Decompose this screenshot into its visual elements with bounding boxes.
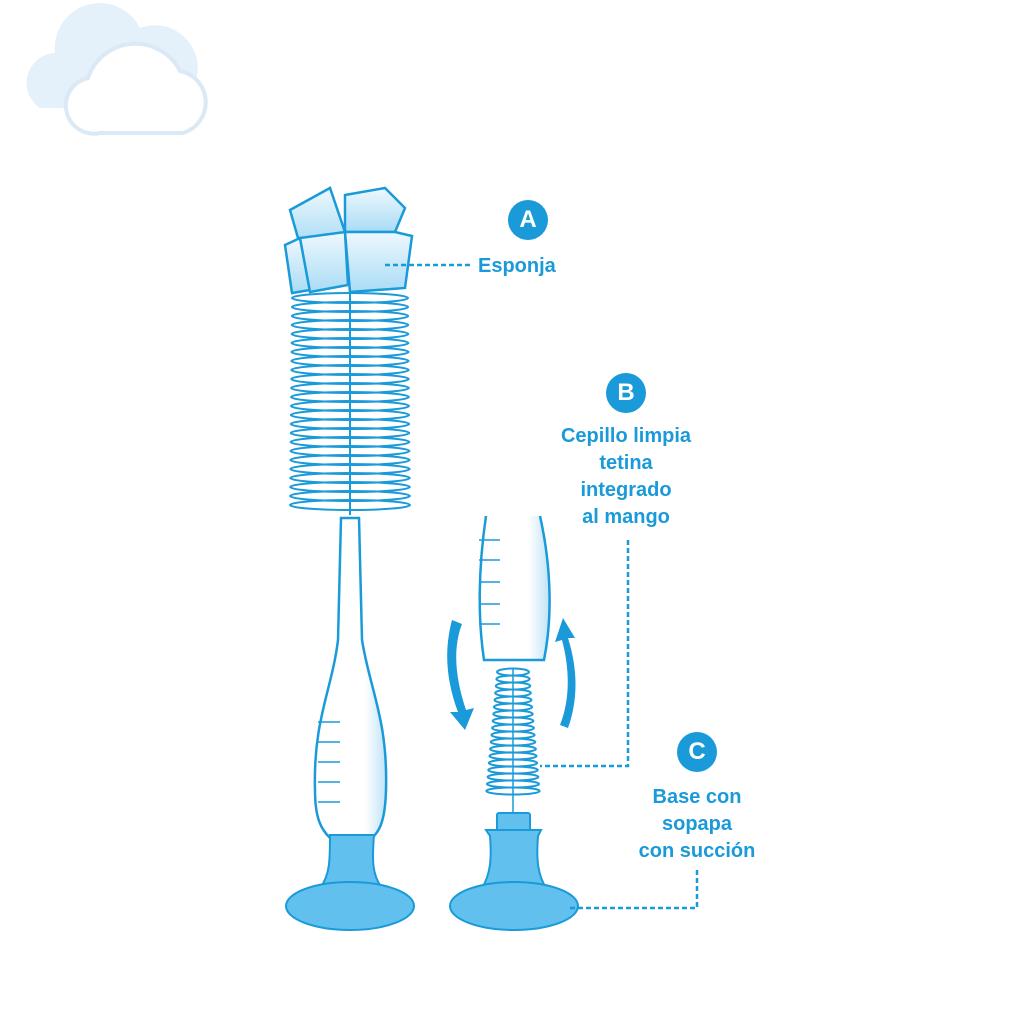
cloud-icon — [26, 3, 208, 136]
sponge — [283, 186, 414, 295]
bottle-brush — [283, 186, 415, 931]
teat-brush-assembly — [447, 515, 579, 931]
badge-a: A — [508, 200, 548, 240]
label-line: Cepillo limpia — [560, 425, 692, 447]
badge-c: C — [677, 732, 717, 772]
label-line: al mango — [582, 506, 670, 528]
label-line: sopapa — [661, 813, 733, 835]
label-cepillo: Cepillo limpia tetina integrado al mango — [526, 423, 726, 531]
label-line: tetina — [599, 452, 653, 474]
handle-piece — [478, 515, 551, 662]
brush-handle — [313, 516, 388, 840]
label-line: Base con — [652, 786, 742, 808]
label-line: con succión — [638, 840, 756, 862]
label-esponja: Esponja — [478, 255, 556, 277]
badge-b: B — [606, 373, 646, 413]
label-line: integrado — [580, 479, 672, 501]
label-base: Base con sopapa con succión — [597, 784, 797, 865]
rotate-arrow-left-icon — [447, 620, 474, 730]
suction-base — [317, 834, 385, 889]
suction-base-small — [480, 829, 548, 889]
leader-lines — [385, 263, 699, 910]
rotate-arrow-right-icon — [555, 618, 576, 728]
